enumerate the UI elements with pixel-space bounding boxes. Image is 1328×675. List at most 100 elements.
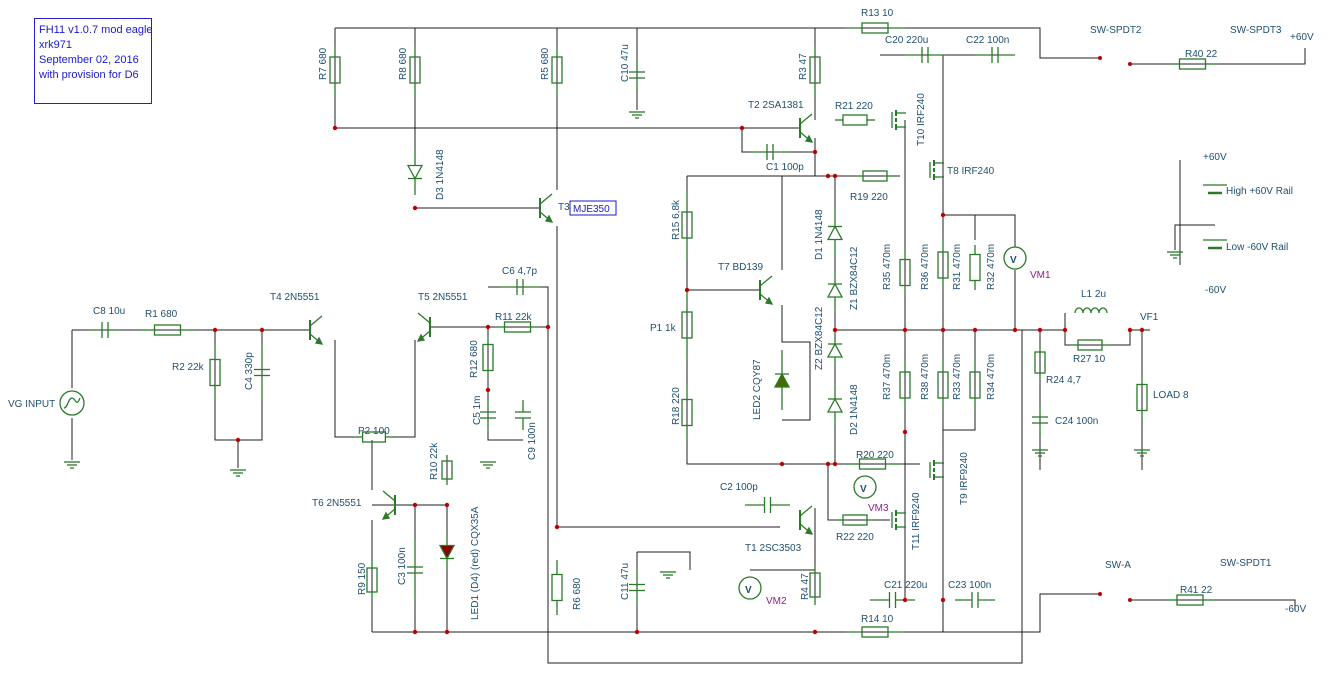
voltmeter-vm1: V — [1003, 246, 1027, 270]
label-p1: P1 1k — [650, 323, 677, 334]
label-sw2: SW-SPDT2 — [1090, 25, 1142, 36]
capacitor-c11 — [629, 570, 645, 605]
junction-dot — [902, 597, 908, 603]
label-r11: R11 22k — [495, 312, 533, 323]
resistor-r4 — [809, 565, 821, 605]
label-r4: R4 47 — [800, 573, 811, 600]
note-line: with provision for D6 — [39, 69, 139, 81]
label-vg: VG INPUT — [8, 399, 55, 410]
mosfet-t11 — [891, 510, 906, 530]
label-mje: MJE350 — [573, 204, 610, 215]
transistor-t7 — [759, 275, 774, 305]
label-c23: C23 100n — [948, 580, 991, 591]
capacitor-c21 — [870, 592, 915, 608]
resistor-r2 — [209, 345, 221, 400]
junction-dot — [812, 149, 818, 155]
label-r13: R13 10 — [861, 8, 894, 19]
capacitor-c2 — [745, 497, 790, 513]
label-r20: R20 220 — [856, 450, 894, 461]
label-c11: C11 47u — [620, 563, 631, 600]
wire — [1174, 224, 1215, 250]
label-r21: R21 220 — [835, 101, 873, 112]
resistor-r37 — [899, 360, 911, 410]
resistor-r1 — [140, 324, 195, 336]
switch-contact — [1098, 592, 1102, 596]
label-z2: Z2 BZX84C12 — [814, 306, 825, 370]
junction-dot — [832, 461, 838, 467]
ground-icon — [64, 461, 80, 469]
resistor-r32 — [969, 245, 981, 290]
ground-icon — [480, 461, 496, 469]
capacitor-c22 — [975, 47, 1015, 63]
junction-dot — [212, 327, 218, 333]
resistor-r8 — [409, 45, 421, 95]
label-c2: C2 100p — [720, 482, 758, 493]
label-c9: C9 100n — [527, 422, 538, 460]
diode-d1 — [826, 210, 844, 255]
resistor-r13 — [845, 22, 905, 34]
wire — [547, 330, 1023, 664]
label-c6: C6 4,7p — [502, 266, 537, 277]
label-r27: R27 10 — [1073, 354, 1106, 365]
label-sw3: SW-SPDT3 — [1230, 25, 1282, 36]
ground-icon — [1167, 251, 1183, 259]
led-led1 — [438, 535, 456, 570]
resistor-r6 — [551, 560, 563, 615]
title-block: FH11 v1.0.7 mod eagle xrk971 September 0… — [34, 18, 153, 104]
switch-contact — [1128, 598, 1132, 602]
junction-dot — [902, 327, 908, 333]
label-t9: T9 IRF9240 — [959, 452, 970, 505]
resistor-r5 — [551, 45, 563, 95]
resistor-r3 — [809, 45, 821, 95]
label-r31: R31 470m — [952, 244, 963, 290]
label-c20: C20 220u — [885, 35, 928, 46]
label-t3: T3 — [558, 202, 570, 213]
resistor-r31 — [937, 240, 949, 290]
label-r2: R2 22k — [172, 362, 205, 373]
label-r32: R32 470m — [986, 244, 997, 290]
label-r24: R24 4,7 — [1046, 375, 1081, 386]
resistor-load — [1136, 375, 1148, 420]
label-r33: R33 470m — [952, 354, 963, 400]
junction-dot — [412, 502, 418, 508]
label-swa: SW-A — [1105, 560, 1131, 571]
resistor-p1 — [681, 290, 693, 360]
resistor-r33 — [937, 360, 949, 410]
junction-dot — [332, 125, 338, 131]
label-c24: C24 100n — [1055, 416, 1098, 427]
junction-dot — [940, 327, 946, 333]
label-vm1: VM1 — [1030, 270, 1051, 281]
ground-icon — [660, 571, 676, 579]
junction-dot — [1037, 327, 1043, 333]
label-vf1: VF1 — [1140, 312, 1159, 323]
label-d1: D1 1N4148 — [814, 209, 825, 260]
junction-dot — [739, 125, 745, 131]
resistor-r21 — [835, 114, 875, 126]
label-t1: T1 2SC3503 — [745, 543, 802, 554]
wire — [372, 593, 1100, 633]
junction-dot — [259, 327, 265, 333]
junction-dot — [1062, 327, 1068, 333]
junction-dot — [779, 461, 785, 467]
label-r5: R5 680 — [540, 47, 551, 80]
part-box — [569, 200, 617, 216]
mosfet-t9 — [929, 460, 944, 480]
label-r6: R6 680 — [572, 577, 583, 610]
ground-icon — [230, 469, 246, 477]
junction-dot — [412, 629, 418, 635]
junction-dot — [972, 327, 978, 333]
label-led1: LED1 (D4) (red) CQX35A — [470, 506, 481, 620]
label-c5: C5 1m — [472, 396, 483, 425]
capacitor-c3 — [407, 540, 423, 600]
inductor-l1 — [1074, 307, 1108, 314]
wire — [1130, 599, 1296, 610]
label-t6: T6 2N5551 — [312, 498, 362, 509]
diode-d3 — [406, 150, 424, 195]
junction-dot — [554, 524, 560, 530]
label-r1: R1 680 — [145, 309, 178, 320]
wire — [943, 214, 1016, 248]
zener-z2 — [826, 335, 844, 365]
date-line: September 02, 2016 — [39, 54, 139, 66]
transistor-t5 — [416, 312, 431, 342]
